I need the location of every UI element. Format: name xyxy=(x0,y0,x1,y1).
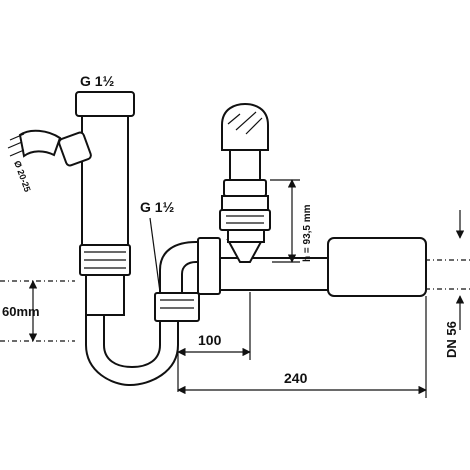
dim-height: 60mm xyxy=(2,280,40,342)
dim-horizontal-long-label: 240 xyxy=(284,370,308,386)
thread-side-label: G 1½ xyxy=(140,199,175,215)
thread-top-label: G 1½ xyxy=(80,73,115,89)
hose-marking-label: Ø 20-25 xyxy=(12,159,33,193)
centerlines xyxy=(0,259,470,342)
outlet-assembly xyxy=(159,237,427,297)
dim-horizontal-short-label: 100 xyxy=(198,332,222,348)
dim-height-label: 60mm xyxy=(2,304,40,319)
inlet-pipe xyxy=(75,91,135,316)
thread-side-leader xyxy=(149,217,161,293)
hose-connector xyxy=(7,129,92,167)
dim-vertical-h-label: h = 93,5 mm xyxy=(302,204,313,262)
dim-horizontal-short: 100 xyxy=(177,292,251,392)
dim-horizontal-long: 240 xyxy=(177,296,427,398)
dim-diameter-label: DN 56 xyxy=(444,321,459,358)
overflow-valve xyxy=(219,102,271,243)
dim-diameter: DN 56 xyxy=(444,210,465,358)
dim-vertical-h: h = 93,5 mm xyxy=(270,179,313,263)
